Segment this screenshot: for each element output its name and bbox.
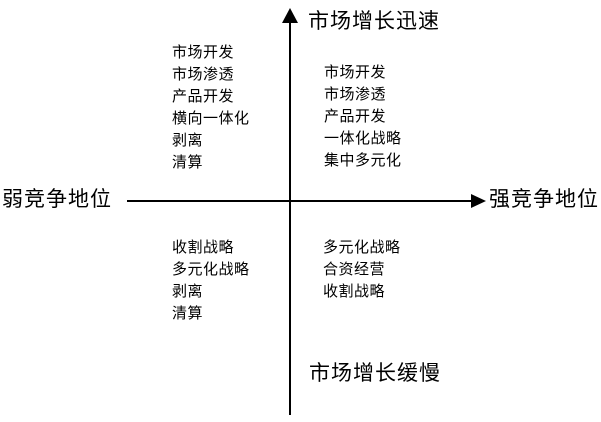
strategy-item: 合资经营	[323, 260, 386, 278]
quadrant-top-right-strategies: 市场开发 市场渗透 产品开发 一体化战略 集中多元化	[324, 61, 402, 171]
strategy-item: 市场开发	[324, 63, 387, 81]
strategy-item: 多元化战略	[323, 238, 401, 256]
strategy-item: 剥离	[172, 282, 204, 300]
strategy-item: 多元化战略	[172, 260, 250, 278]
axis-label-bottom: 市场增长缓慢	[309, 361, 441, 385]
vertical-axis-line	[289, 20, 291, 415]
strategy-item: 市场渗透	[172, 65, 235, 83]
quadrant-bottom-left-strategies: 收割战略 多元化战略 剥离 清算	[172, 236, 250, 324]
right-arrow-icon	[471, 194, 486, 208]
axis-label-left: 弱竞争地位	[2, 187, 112, 211]
strategy-item: 市场开发	[172, 43, 235, 61]
strategy-item: 一体化战略	[324, 129, 402, 147]
strategy-item: 产品开发	[172, 87, 235, 105]
horizontal-axis-line	[127, 200, 473, 202]
axis-label-top: 市场增长迅速	[308, 9, 440, 33]
strategy-item: 产品开发	[324, 107, 387, 125]
strategy-item: 市场渗透	[324, 85, 387, 103]
up-arrow-icon	[282, 8, 298, 23]
axis-label-right: 强竞争地位	[489, 187, 599, 211]
strategy-item: 清算	[172, 304, 204, 322]
strategy-item: 剥离	[172, 131, 204, 149]
strategy-item: 收割战略	[172, 238, 235, 256]
quadrant-top-left-strategies: 市场开发 市场渗透 产品开发 横向一体化 剥离 清算	[172, 41, 250, 173]
strategy-item: 集中多元化	[324, 151, 402, 169]
strategy-item: 收割战略	[323, 282, 386, 300]
strategy-item: 横向一体化	[172, 109, 250, 127]
strategy-item: 清算	[172, 153, 204, 171]
quadrant-bottom-right-strategies: 多元化战略 合资经营 收割战略	[323, 236, 401, 302]
